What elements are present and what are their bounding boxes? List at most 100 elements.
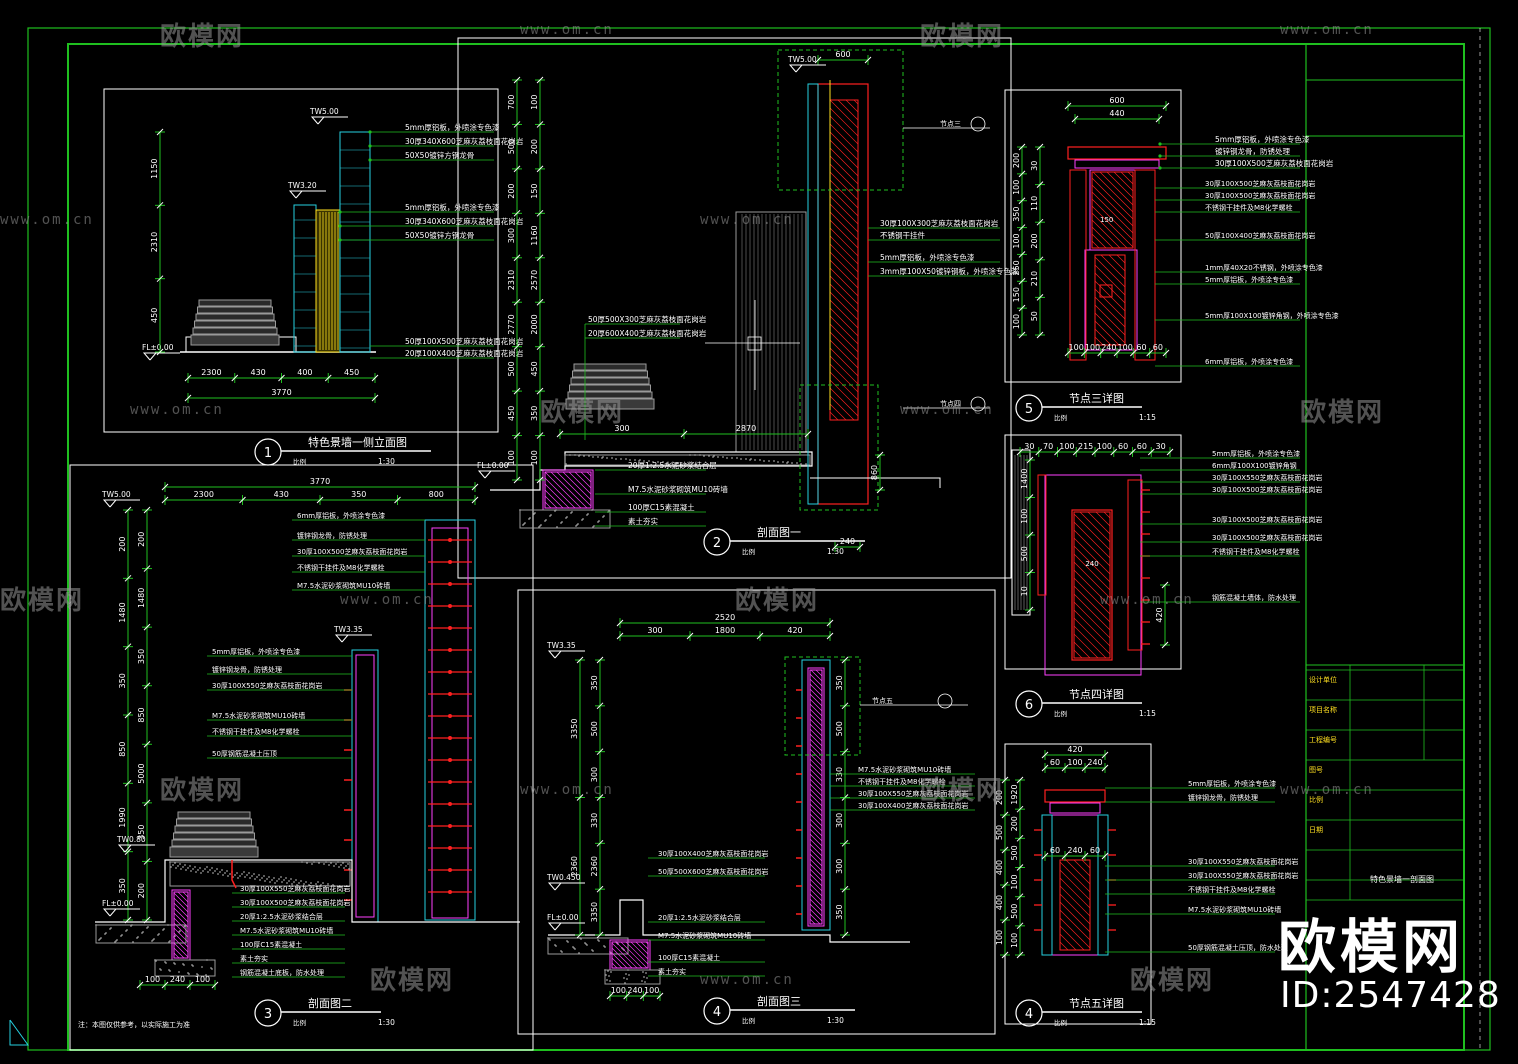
- dim-label: 150: [1012, 287, 1021, 302]
- gravel-dot: [303, 883, 305, 885]
- gravel-dot: [750, 458, 752, 460]
- dim-slash: [831, 543, 839, 551]
- dim-slash: [1072, 448, 1080, 456]
- annotation-text: 50X50镀锌方钢龙骨: [405, 230, 474, 240]
- view-number: 2: [713, 536, 721, 551]
- dim-label: 300: [835, 813, 844, 828]
- dim-slash: [124, 779, 132, 787]
- concrete-footing: [519, 509, 611, 529]
- dim-slash: [680, 430, 688, 438]
- dim-label: 450: [507, 406, 516, 421]
- gravel-dot: [560, 522, 562, 524]
- gravel-dot: [754, 459, 756, 461]
- hatch-line: [1073, 625, 1107, 659]
- dim-slash: [1018, 224, 1026, 231]
- elevation-mark: FL±0.00: [102, 899, 140, 917]
- watermark-brand-faint: 欧模网: [920, 776, 1005, 806]
- annotation-text: 30厚340X600芝麻灰荔枝面花岗岩: [405, 136, 524, 146]
- coping-cap: [1067, 146, 1167, 160]
- hatch-line: [173, 902, 189, 918]
- dim-slash: [576, 931, 584, 939]
- hatch-line: [1091, 205, 1134, 248]
- dim-label: 250: [1012, 260, 1021, 275]
- gravel-dot: [777, 461, 779, 463]
- gravel-dot: [178, 971, 180, 973]
- hatch-line: [1091, 240, 1100, 249]
- dim-slash: [1113, 349, 1121, 357]
- gravel-dot: [197, 974, 199, 976]
- dim-label: 350: [590, 675, 599, 690]
- hatch-line: [1073, 553, 1111, 591]
- hatch-line: [809, 693, 823, 707]
- dim-slash: [471, 496, 479, 504]
- dim-slash: [161, 981, 169, 989]
- gravel-dot: [643, 460, 645, 462]
- hatch-line: [829, 195, 859, 225]
- gravel-dot: [561, 951, 563, 953]
- dim-slash: [124, 643, 132, 651]
- seat-base: [169, 846, 259, 858]
- gravel-dot: [620, 458, 622, 460]
- dim-slash: [536, 254, 544, 262]
- dim-label: 3770: [310, 477, 330, 486]
- hatch-line: [809, 848, 823, 862]
- dim-label: 700: [507, 95, 516, 110]
- gravel-dot: [578, 952, 580, 954]
- elevation-mark: FL±0.00: [547, 913, 585, 931]
- hatch-line: [1059, 901, 1091, 933]
- hatch-line: [829, 411, 839, 421]
- gravel-dot: [259, 879, 261, 881]
- hatch-line: [829, 307, 859, 337]
- hatch-line: [1087, 511, 1111, 535]
- gravel-dot: [348, 868, 350, 870]
- footing-base: [154, 959, 216, 977]
- dim-slash: [1016, 864, 1024, 871]
- dim-label: 1920: [1010, 784, 1019, 804]
- dim-label: 2310: [507, 270, 516, 290]
- gravel-outline: [564, 454, 811, 466]
- dim-slash: [536, 387, 544, 395]
- dim-slash: [513, 209, 521, 217]
- hatch-line: [630, 941, 649, 960]
- hatch-line: [829, 275, 859, 305]
- gravel-dot: [648, 460, 650, 462]
- annotation-text: 50厚500X600芝麻灰荔枝面花岗岩: [658, 867, 768, 876]
- view-2-section: 7005002003002310277050045010010020015011…: [477, 49, 1019, 556]
- dimension-top-total: 420: [1041, 745, 1109, 760]
- hatch-line: [1073, 561, 1111, 599]
- dim-label: 150: [530, 183, 539, 198]
- hatch-line: [1059, 941, 1069, 951]
- inner-cladding: [1037, 474, 1047, 596]
- gravel-dot: [125, 930, 127, 932]
- dim-slash: [316, 496, 324, 504]
- elevation-mark: FL±0.00: [142, 343, 180, 361]
- dim-label: 1800: [715, 626, 735, 635]
- hatch-line: [1059, 925, 1085, 951]
- gravel-dot: [246, 874, 248, 876]
- dim-label: 500: [507, 139, 516, 154]
- hatch-line: [173, 927, 189, 943]
- gravel-dot: [736, 457, 738, 459]
- dim-slash: [841, 885, 849, 893]
- view-number: 4: [713, 1005, 721, 1020]
- dim-slash: [1036, 256, 1044, 264]
- gravel-dot: [221, 869, 223, 871]
- leader-dot: [368, 158, 372, 162]
- dim-slash: [864, 56, 872, 64]
- hatch-line: [829, 371, 859, 401]
- dim-slash: [394, 496, 401, 504]
- annotation-text: 5mm厚铝板，外喷涂专色漆: [405, 122, 500, 132]
- dim-label: 1990: [118, 807, 127, 827]
- dim-slash: [623, 992, 631, 1000]
- gravel-dot: [268, 876, 270, 878]
- core-block: [1071, 509, 1113, 661]
- hatch-line: [809, 718, 823, 732]
- dim-slash: [1162, 102, 1170, 110]
- gravel-dot: [666, 462, 668, 464]
- annotation-text: 5mm厚铝板，外喷涂专色漆: [1212, 449, 1300, 458]
- annotation-text: 20厚1:2.5水泥砂浆结合层: [658, 913, 741, 922]
- hatch-line: [809, 788, 823, 802]
